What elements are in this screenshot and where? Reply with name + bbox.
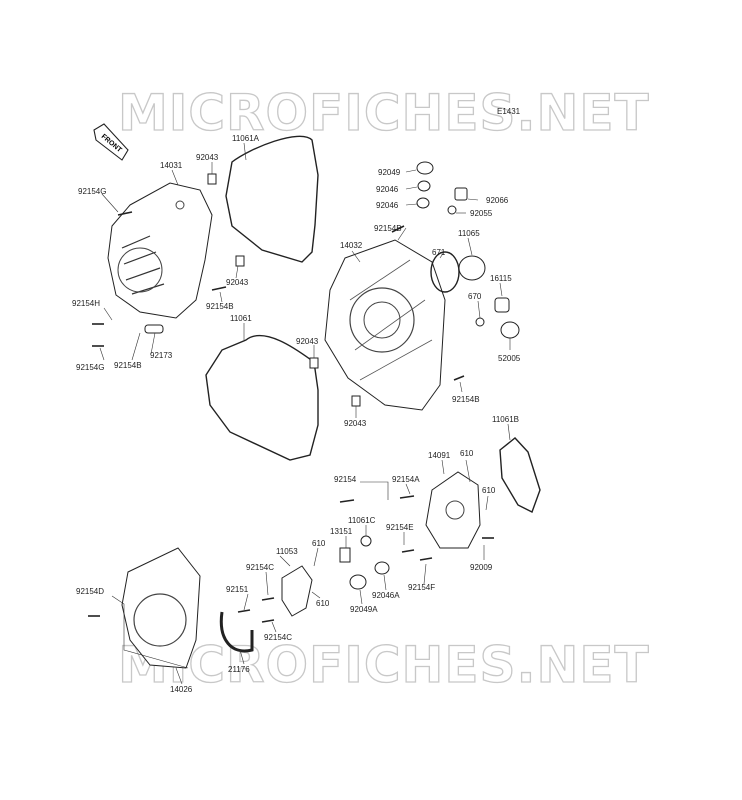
label-92151: 92151 — [226, 585, 249, 594]
label-14026: 14026 — [170, 685, 193, 694]
washer-92046-b — [416, 197, 430, 209]
cover-92173 — [144, 324, 164, 334]
label-11061: 11061 — [230, 314, 252, 323]
label-14031: 14031 — [160, 161, 183, 170]
label-92154: 92154 — [334, 475, 357, 484]
pipe-21176 — [219, 611, 254, 653]
label-11061B: 11061B — [492, 415, 519, 424]
label-92173: 92173 — [150, 351, 173, 360]
washer-92046-a — [417, 180, 431, 192]
plug-92066 — [454, 187, 468, 201]
label-92154F: 92154F — [408, 583, 435, 592]
label-92043-d: 92043 — [344, 419, 367, 428]
seal-11061C — [360, 535, 372, 547]
gasket-11061 — [205, 334, 319, 461]
bolts — [88, 211, 494, 623]
label-11053: 11053 — [276, 547, 298, 556]
label-14032: 14032 — [340, 241, 363, 250]
watermark-top: MICROFICHES.NET — [118, 84, 650, 142]
label-610-a: 610 — [460, 449, 474, 458]
leader-lines — [99, 142, 511, 685]
label-92055: 92055 — [470, 209, 493, 218]
cover-14026 — [121, 547, 201, 669]
cover-14091 — [425, 471, 481, 549]
label-610-c: 610 — [312, 539, 326, 548]
label-92154B-d: 92154B — [452, 395, 480, 404]
label-670: 670 — [468, 292, 482, 301]
label-92154B-c: 92154B — [374, 224, 402, 233]
label-92154C-b: 92154C — [264, 633, 292, 642]
label-92049A: 92049A — [350, 605, 378, 614]
label-16115: 16115 — [490, 274, 512, 283]
label-92043-c: 92043 — [296, 337, 319, 346]
cap-11065 — [458, 255, 486, 281]
label-671: 671 — [432, 248, 446, 257]
washer-92046A — [374, 561, 390, 575]
seal-52005 — [500, 321, 520, 339]
gasket-11061A — [225, 135, 319, 263]
label-92043-a: 92043 — [196, 153, 219, 162]
plug-16115 — [494, 297, 510, 313]
label-92154H: 92154H — [72, 299, 100, 308]
label-610-d: 610 — [316, 599, 330, 608]
label-610-b: 610 — [482, 486, 496, 495]
label-52005: 52005 — [498, 354, 521, 363]
fitting-13151 — [339, 547, 351, 563]
diagram-code: E1431 — [497, 107, 521, 116]
label-92049: 92049 — [378, 168, 401, 177]
oring-670 — [475, 317, 485, 327]
label-92154G-top: 92154G — [78, 187, 106, 196]
label-92154D: 92154D — [76, 587, 104, 596]
gasket-11061B — [499, 437, 541, 513]
label-92009: 92009 — [470, 563, 493, 572]
label-92154C-a: 92154C — [246, 563, 274, 572]
label-92154E: 92154E — [386, 523, 414, 532]
label-13151: 13151 — [330, 527, 353, 536]
label-11065: 11065 — [458, 229, 480, 238]
watermark-bottom: MICROFICHES.NET — [118, 636, 650, 694]
label-11061A: 11061A — [232, 134, 260, 143]
label-92066: 92066 — [486, 196, 509, 205]
label-92046A: 92046A — [372, 591, 400, 600]
label-92154B-b: 92154B — [114, 361, 142, 370]
seal-92049 — [416, 161, 434, 175]
label-92046-b: 92046 — [376, 201, 399, 210]
label-11061C: 11061C — [348, 516, 376, 525]
dowel-pins — [207, 173, 361, 407]
label-92154B-a: 92154B — [206, 302, 234, 311]
label-14091: 14091 — [428, 451, 451, 460]
cover-14031 — [107, 182, 213, 334]
label-92154A: 92154A — [392, 475, 420, 484]
cover-14032 — [324, 239, 446, 411]
label-92046-a: 92046 — [376, 185, 399, 194]
seal-92049A — [349, 574, 367, 590]
bracket-11053 — [281, 565, 313, 617]
label-21176: 21176 — [228, 665, 250, 674]
label-92154G-bottom: 92154G — [76, 363, 104, 372]
oring-92055 — [447, 205, 457, 215]
oring-671 — [430, 251, 460, 293]
label-92043-b: 92043 — [226, 278, 249, 287]
